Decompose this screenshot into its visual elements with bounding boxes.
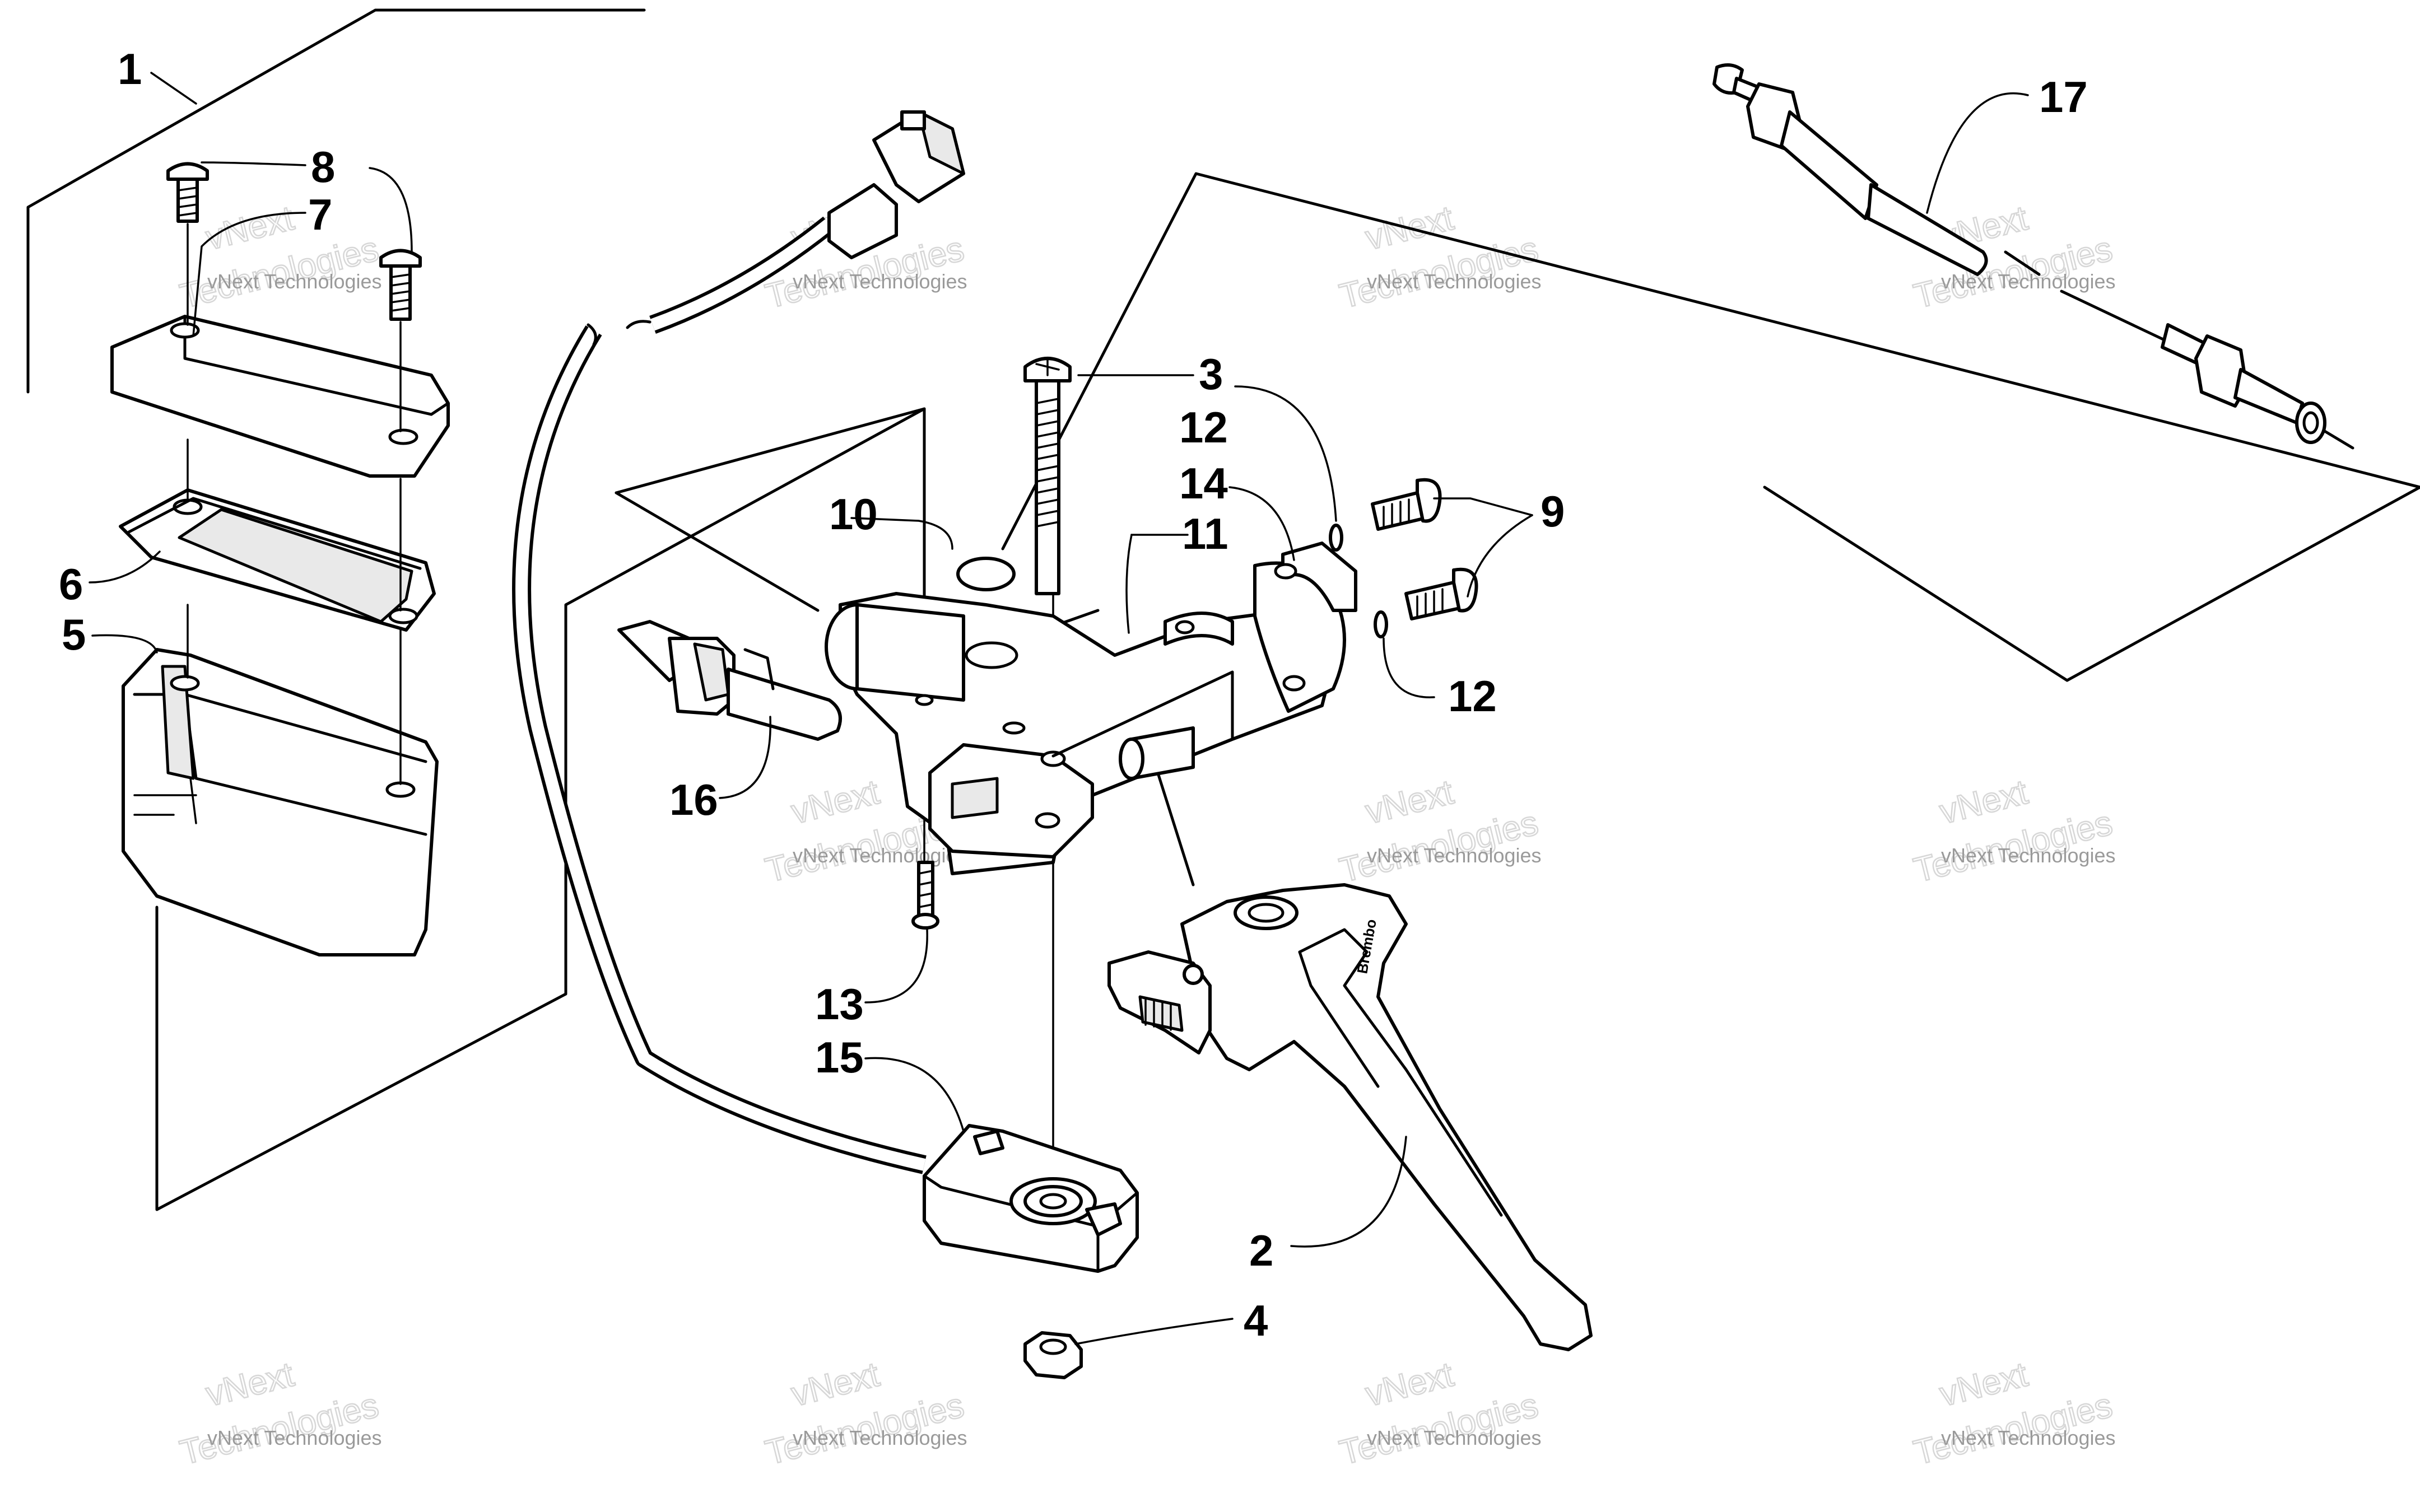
reservoir-screw (379, 249, 422, 321)
switch-housing (923, 1124, 1139, 1273)
reservoir-cap (110, 315, 450, 478)
svg-text:vNext Technologies: vNext Technologies (1941, 844, 2116, 867)
wire-harness (512, 110, 965, 1174)
assembly-bracket-lines (26, 8, 2420, 1211)
svg-text:vNext Technologies: vNext Technologies (1367, 270, 1542, 293)
pivot-screw (1023, 357, 1072, 595)
svg-text:vNext Technologies: vNext Technologies (793, 1426, 967, 1449)
callout-2: 2 (1249, 1226, 1273, 1275)
callout-11: 11 (1182, 509, 1228, 558)
callout-4: 4 (1244, 1296, 1268, 1345)
clamp-screw (1371, 478, 1442, 531)
svg-text:vNext Technologies: vNext Technologies (793, 844, 967, 867)
callout-15: 15 (815, 1033, 864, 1082)
svg-text:vNext: vNext (202, 199, 297, 258)
watermark-layer: vNext Technologies vNext Technologies vN… (175, 198, 2116, 1473)
clamp-washer (1329, 524, 1343, 552)
watermark: vNext Technologies vNext Technologies (761, 1355, 968, 1473)
leader-lines (89, 72, 2029, 1345)
svg-text:vNext: vNext (788, 773, 883, 832)
svg-text:vNext Technologies: vNext Technologies (207, 270, 382, 293)
svg-text:vNext: vNext (1936, 1355, 2031, 1414)
clamp-washer (1374, 610, 1388, 638)
reservoir-diaphragm (119, 488, 436, 632)
master-cylinder-body (825, 542, 1357, 875)
callout-10: 10 (829, 489, 878, 539)
callout-17: 17 (2039, 72, 2088, 122)
callout-12-lower: 12 (1448, 671, 1497, 721)
o-ring (956, 557, 1016, 591)
callout-7: 7 (308, 190, 332, 239)
svg-text:vNext Technologies: vNext Technologies (793, 270, 967, 293)
reservoir-body (122, 648, 439, 956)
throttle-cable (1712, 63, 2354, 450)
svg-text:vNext Technologies: vNext Technologies (207, 1426, 382, 1449)
brake-lever: Brembo (1107, 883, 1593, 1351)
callout-labels: 1 2 3 4 5 6 7 8 9 10 11 12 12 13 14 15 1… (59, 44, 2088, 1345)
svg-text:vNext: vNext (1362, 1355, 1457, 1414)
svg-text:vNext Technologies: vNext Technologies (1367, 844, 1542, 867)
callout-1: 1 (118, 44, 142, 94)
callout-13: 13 (815, 979, 864, 1029)
clamp-screw (1404, 567, 1478, 620)
brake-switch-plug (617, 620, 842, 741)
svg-text:vNext: vNext (202, 1355, 297, 1414)
switch-screw (911, 861, 939, 930)
reservoir-screw (166, 162, 209, 223)
svg-text:vNext Technologies: vNext Technologies (1941, 1426, 2116, 1449)
callout-16: 16 (669, 775, 718, 824)
svg-text:vNext Technologies: vNext Technologies (1367, 1426, 1542, 1449)
svg-text:vNext: vNext (1362, 773, 1457, 832)
watermark: vNext Technologies vNext Technologies (1909, 772, 2116, 891)
watermark: vNext Technologies vNext Technologies (175, 198, 383, 317)
callout-12-upper: 12 (1179, 403, 1228, 452)
svg-text:vNext Technologies: vNext Technologies (1941, 270, 2116, 293)
watermark: vNext Technologies vNext Technologies (175, 1355, 383, 1473)
watermark: vNext Technologies vNext Technologies (1335, 1355, 1542, 1473)
callout-5: 5 (62, 610, 86, 659)
svg-text:vNext: vNext (1936, 773, 2031, 832)
lock-nut (1023, 1331, 1083, 1379)
callout-14: 14 (1179, 459, 1228, 508)
watermark: vNext Technologies vNext Technologies (1335, 772, 1542, 891)
callout-8: 8 (311, 142, 335, 192)
watermark: vNext Technologies vNext Technologies (1909, 1355, 2116, 1473)
callout-6: 6 (59, 559, 83, 609)
callout-3: 3 (1199, 349, 1223, 399)
svg-text:vNext: vNext (788, 1355, 883, 1414)
callout-9: 9 (1541, 487, 1565, 536)
